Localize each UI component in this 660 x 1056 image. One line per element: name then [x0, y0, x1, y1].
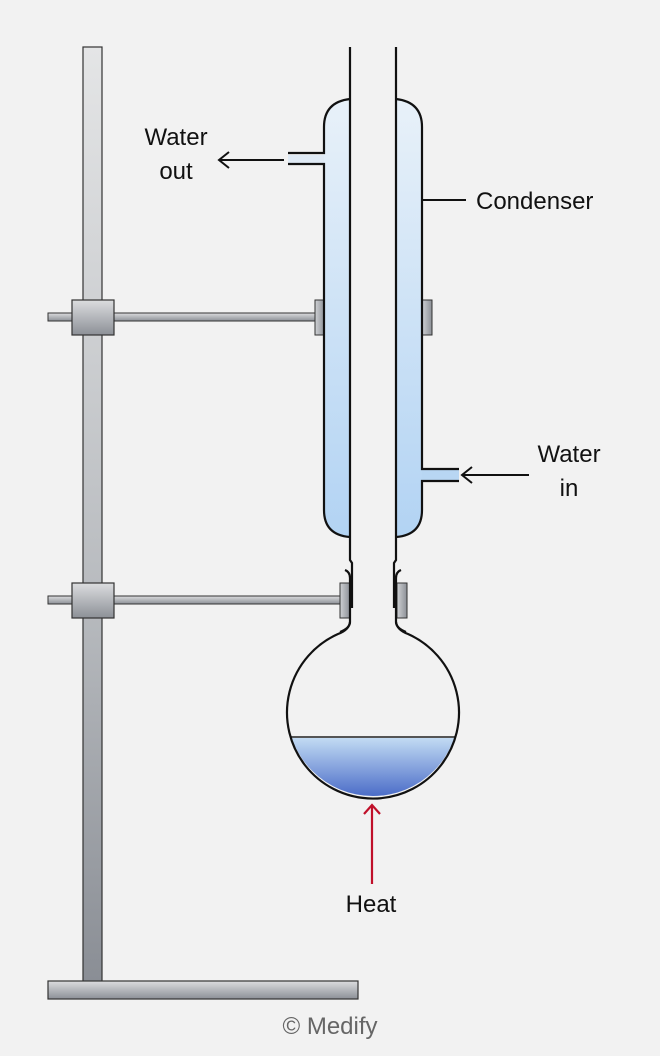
- label-water-out-line2: out: [159, 158, 193, 185]
- label-condenser: Condenser: [476, 188, 593, 215]
- heat-arrow: [363, 803, 381, 884]
- lower-clamp-boss: [71, 582, 115, 619]
- label-water-in-line1: Water: [537, 441, 600, 468]
- label-water-out-line1: Water: [144, 124, 207, 151]
- lower-clamp-jaw-right: [396, 582, 408, 619]
- upper-clamp-boss: [71, 299, 115, 336]
- water-in-arrow: [460, 466, 529, 484]
- lower-clamp-jaw-left: [339, 582, 351, 619]
- stand-rod: [82, 46, 103, 983]
- water-out-arrow: [217, 151, 284, 169]
- condenser: [288, 47, 459, 608]
- upper-clamp-jaw-right: [421, 299, 433, 336]
- label-heat: Heat: [346, 891, 397, 918]
- label-water-in-line2: in: [560, 475, 579, 502]
- stand-base: [47, 980, 359, 1000]
- copyright-text: © Medify: [282, 1013, 377, 1040]
- round-bottom-flask: [285, 621, 461, 800]
